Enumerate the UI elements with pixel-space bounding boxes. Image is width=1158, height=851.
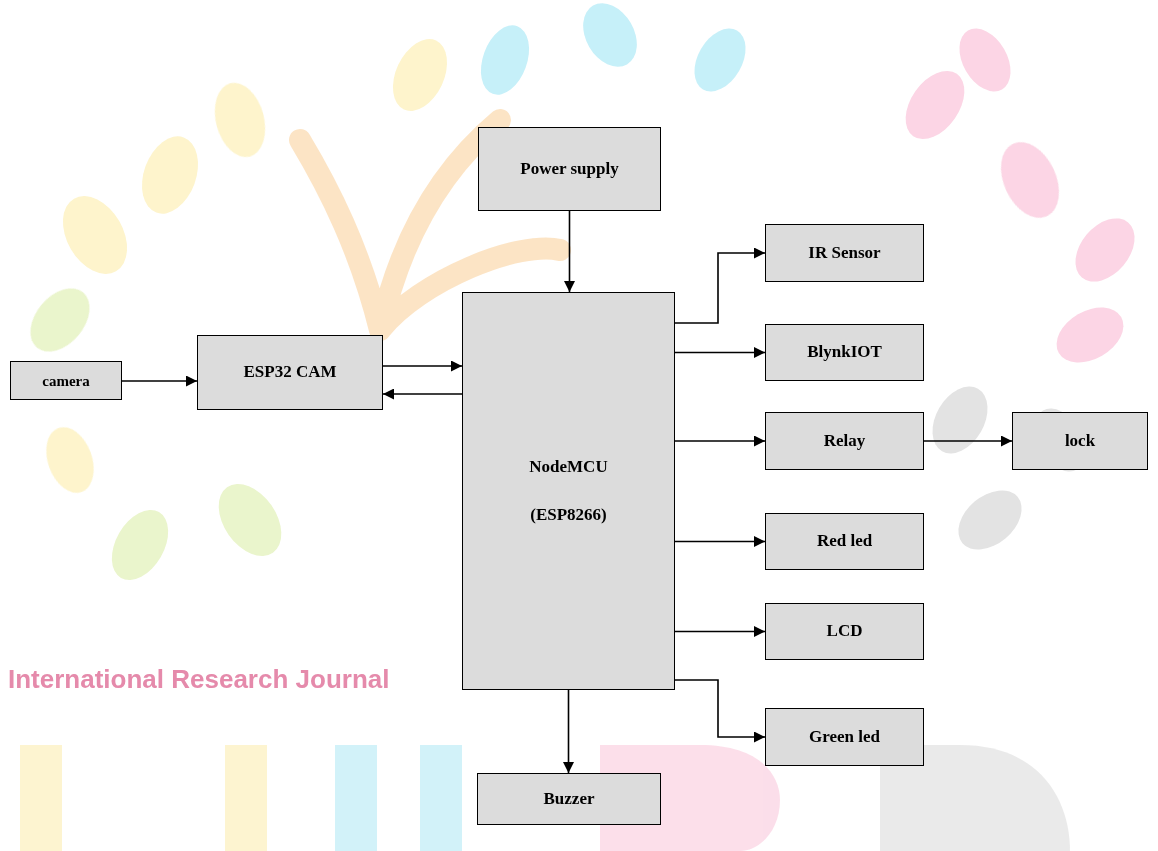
signal-arrow <box>924 440 1012 442</box>
node-label: ESP32 CAM <box>243 362 336 382</box>
node-label: Relay <box>824 431 866 451</box>
power-box: Power supply <box>478 127 661 211</box>
node-label: Red led <box>817 531 872 551</box>
display-box: LCD <box>765 603 924 660</box>
signal-arrow <box>569 211 571 292</box>
signal-arrow <box>675 253 765 323</box>
signal-arrow <box>675 680 765 737</box>
signal-arrow <box>383 393 462 395</box>
sensor-box: IR Sensor <box>765 224 924 282</box>
node-label: lock <box>1065 431 1095 451</box>
signal-arrow <box>675 631 765 633</box>
lock-box: lock <box>1012 412 1148 470</box>
relay-box: Relay <box>765 412 924 470</box>
node-label: Green led <box>809 727 880 747</box>
node-label: NodeMCU (ESP8266) <box>519 443 619 538</box>
signal-arrow <box>568 690 570 773</box>
node-label: camera <box>42 372 89 390</box>
signal-arrow <box>675 541 765 543</box>
node-label: IR Sensor <box>808 243 880 263</box>
signal-arrow <box>675 352 765 354</box>
cloud-box: BlynkIOT <box>765 324 924 381</box>
led-box: Green led <box>765 708 924 766</box>
node-label: Buzzer <box>544 789 595 809</box>
controller-box: NodeMCU (ESP8266) <box>462 292 675 690</box>
watermark-text: International Research Journal <box>8 664 389 695</box>
node-label: Power supply <box>520 159 618 179</box>
camera-module-box: ESP32 CAM <box>197 335 383 410</box>
buzzer-box: Buzzer <box>477 773 661 825</box>
node-label: BlynkIOT <box>807 342 882 362</box>
signal-arrow <box>675 440 765 442</box>
node-label: LCD <box>827 621 863 641</box>
signal-arrow <box>383 365 462 367</box>
led-box: Red led <box>765 513 924 570</box>
signal-arrow <box>122 380 197 382</box>
camera-box: camera <box>10 361 122 400</box>
